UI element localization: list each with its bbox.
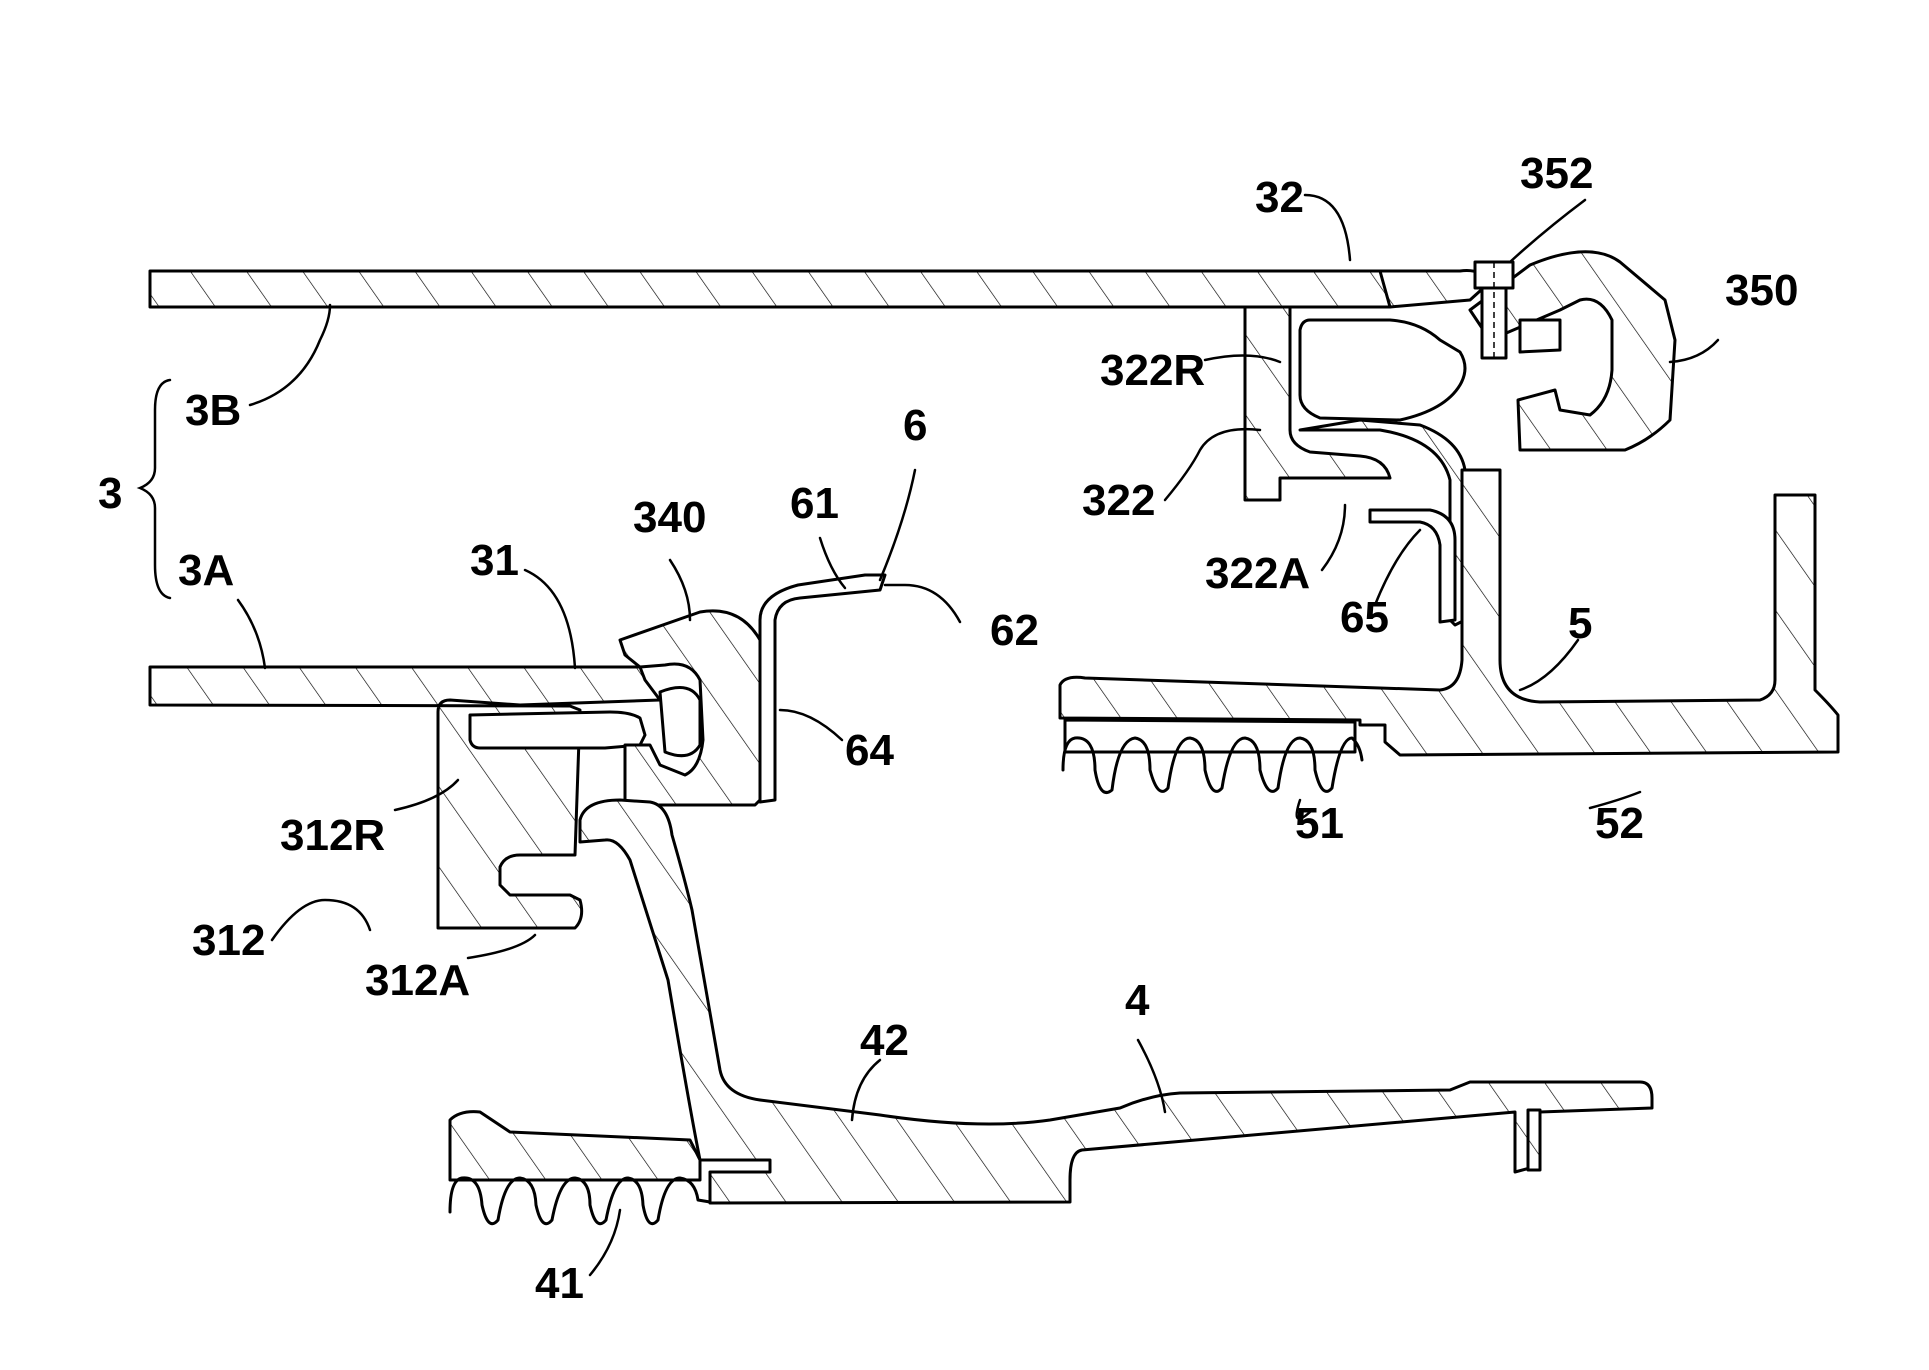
label-65: 65 [1340,593,1389,642]
leader-350 [1670,340,1718,362]
label-350: 350 [1725,266,1798,315]
leader-312A [468,935,535,958]
leader-62 [885,585,960,622]
inner-shroud-3a [150,667,660,928]
label-51: 51 [1295,799,1344,848]
label-41: 41 [535,1259,584,1308]
leader-322A [1322,505,1345,570]
label-6: 6 [903,401,927,450]
leader-6 [880,470,915,580]
label-52: 52 [1595,799,1644,848]
label-340: 340 [633,493,706,542]
leader-64 [780,710,842,740]
label-312: 312 [192,916,265,965]
label-3: 3 [98,469,122,518]
leader-31 [525,570,575,668]
label-32: 32 [1255,173,1304,222]
labyrinth-teeth-41 [450,1178,710,1224]
label-312a: 312A [365,956,470,1005]
label-352: 352 [1520,149,1593,198]
label-312r: 312R [280,811,385,860]
label-3b: 3B [185,386,241,435]
label-42: 42 [860,1016,909,1065]
label-322: 322 [1082,476,1155,525]
bolt-352 [1475,262,1513,360]
label-322r: 322R [1100,346,1205,395]
leader-340 [670,560,690,620]
label-64: 64 [845,726,894,775]
label-5: 5 [1568,599,1592,648]
label-4: 4 [1125,976,1150,1025]
label-62: 62 [990,606,1039,655]
seal-340 [620,611,770,805]
label-31: 31 [470,536,519,585]
label-3a: 3A [178,546,234,595]
sector-4 [450,800,1652,1224]
leader-3b [250,305,330,405]
outer-shroud-3b [150,270,1490,307]
leader-312 [272,900,370,940]
label-61: 61 [790,479,839,528]
leader-3a [238,600,265,668]
leader-32 [1305,195,1350,260]
label-322a: 322A [1205,549,1310,598]
leader-brace-3 [140,380,170,598]
